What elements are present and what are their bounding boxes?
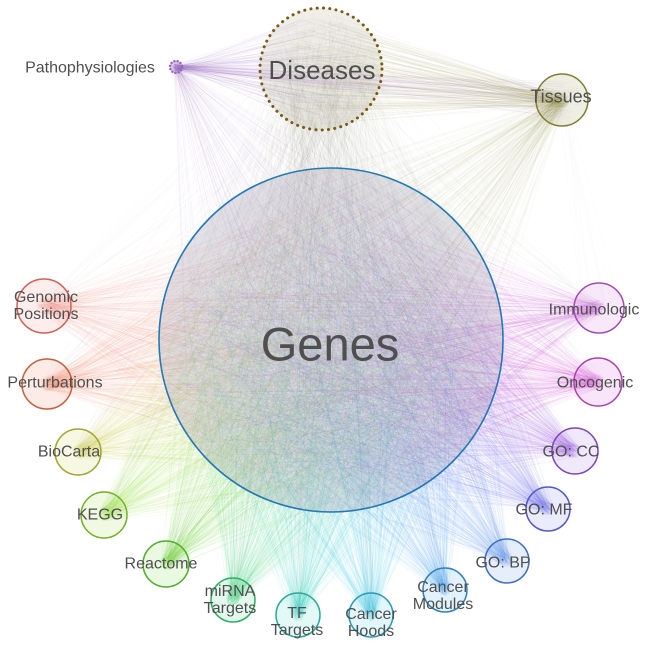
node-pathophysiologies[interactable] bbox=[168, 59, 184, 75]
edge-bundle-kegg--genes bbox=[96, 185, 489, 522]
label-layer: Genes Diseases PathophysiologiesTissuesGen… bbox=[7, 55, 639, 640]
node-kegg[interactable] bbox=[80, 491, 128, 539]
node-oncogenic[interactable] bbox=[573, 357, 623, 407]
node-label-perturbations: Perturbations bbox=[7, 375, 102, 392]
node-reactome[interactable] bbox=[142, 540, 190, 588]
node-go-bp[interactable] bbox=[484, 538, 530, 584]
node-label-reactome: Reactome bbox=[125, 556, 198, 573]
edge-bundle-diseases--genes bbox=[170, 16, 491, 500]
node-biocarta[interactable] bbox=[54, 428, 102, 476]
node-label-genes: Genes bbox=[261, 317, 399, 370]
edge-bundle-go-cc--genes bbox=[174, 183, 582, 499]
edge-bundle-perturbations--genes bbox=[39, 180, 490, 492]
edge-bundle-reactome--genes bbox=[159, 188, 491, 571]
edge-bundle-cancer-modules--genes bbox=[169, 182, 493, 597]
edge-bundle-go-bp--genes bbox=[168, 176, 514, 568]
node-label-immunologic: Immunologic bbox=[549, 302, 640, 319]
edge-bundle-mirna-targets--genes bbox=[178, 178, 488, 607]
edge-bundle-genomic-positions--genes bbox=[35, 178, 493, 501]
edge-bundle-tissues--genes bbox=[172, 91, 570, 502]
node-label-go-cc: GO: CC bbox=[543, 444, 600, 461]
node-cancer-modules[interactable] bbox=[422, 567, 468, 613]
edge-bundle-go-mf--genes bbox=[170, 181, 555, 516]
edge-bundle-tissues--diseases bbox=[271, 15, 570, 124]
node-label-tissues: Tissues bbox=[530, 86, 591, 106]
edge-bundle-cancer-hoods--genes bbox=[170, 179, 491, 622]
node-cancer-hoods[interactable] bbox=[348, 592, 394, 638]
node-diseases[interactable] bbox=[258, 6, 384, 132]
node-tissues[interactable] bbox=[535, 73, 589, 127]
edge-bundle-tf-targets--genes bbox=[175, 181, 490, 622]
node-label-diseases: Diseases bbox=[269, 55, 376, 85]
node-layer bbox=[16, 6, 625, 638]
node-genes[interactable] bbox=[158, 167, 504, 513]
node-label-go-bp: GO: BP bbox=[475, 555, 530, 572]
edge-layer bbox=[35, 15, 607, 622]
edge-bundle-pathophysiologies--genes bbox=[172, 63, 493, 493]
node-go-mf[interactable] bbox=[525, 486, 571, 532]
node-immunologic[interactable] bbox=[573, 282, 625, 334]
edge-bundle-oncogenic--genes bbox=[179, 186, 605, 501]
node-tf-targets[interactable] bbox=[275, 592, 321, 638]
node-go-cc[interactable] bbox=[551, 427, 599, 475]
edge-bundle-pathophysiologies--diseases bbox=[172, 18, 369, 122]
node-perturbations[interactable] bbox=[21, 358, 73, 410]
node-label-kegg: KEGG bbox=[77, 507, 123, 524]
node-mirna-targets[interactable] bbox=[210, 577, 256, 623]
node-label-oncogenic: Oncogenic bbox=[557, 375, 634, 392]
node-label-go-mf: GO: MF bbox=[516, 502, 573, 519]
node-genomic-positions[interactable] bbox=[16, 278, 72, 334]
edge-bundle-immunologic--genes bbox=[175, 181, 607, 504]
node-label-biocarta: BioCarta bbox=[38, 444, 100, 461]
edge-bundle-pathophysiologies--tissues bbox=[172, 63, 582, 119]
node-label-pathophysiologies: Pathophysiologies bbox=[25, 60, 155, 77]
